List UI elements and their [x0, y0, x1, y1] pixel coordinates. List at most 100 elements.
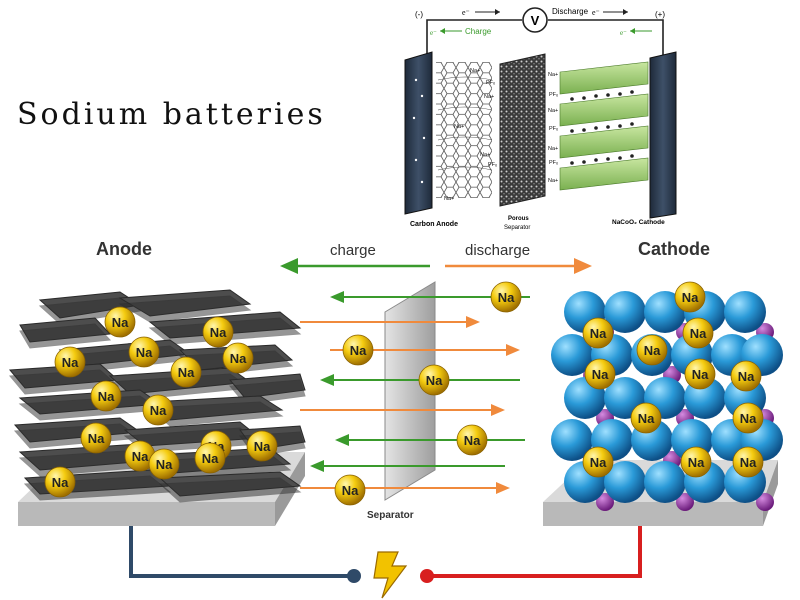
sodium-ion-label: Na: [202, 451, 219, 466]
charge-ion-arrow: [335, 434, 525, 446]
inset-electron-arrowhead-1: [495, 9, 500, 15]
anode-flake-shadow: [158, 477, 302, 503]
inset-separator-caption-1: Porous: [508, 216, 529, 222]
sodium-ion-label: Na: [342, 483, 359, 498]
sodium-ion-label: Na: [590, 326, 607, 341]
inset-anode-caption: Carbon Anode: [410, 221, 458, 228]
sodium-ion: Na: [730, 360, 762, 392]
sodium-ion-label: Na: [112, 315, 129, 330]
cathode-oxygen-atom: [604, 461, 646, 503]
discharge-ion-arrow: [300, 482, 510, 494]
inset-electron-dots: [412, 78, 426, 184]
charge-direction-arrow: [280, 258, 430, 274]
svg-text:Na+: Na+: [484, 94, 494, 100]
sodium-ion: Na: [170, 356, 202, 388]
sodium-ion-label: Na: [254, 439, 271, 454]
sodium-ion: Na: [636, 334, 668, 366]
sodium-ion-label: Na: [150, 403, 167, 418]
inset-charge-arrowhead-2: [630, 28, 635, 34]
sodium-ion-label: Na: [426, 373, 443, 388]
sodium-ion: Na: [246, 430, 278, 462]
sodium-ion: Na: [124, 440, 156, 472]
separator-membrane: [384, 281, 436, 501]
inset-porous-separator: [499, 53, 546, 207]
sodium-ion: Na: [680, 446, 712, 478]
sodium-ion: Na: [342, 334, 374, 366]
anode-flake-shadow: [118, 295, 252, 323]
inset-wire: [426, 19, 664, 55]
sodium-ion-label: Na: [350, 343, 367, 358]
sodium-ion: Na: [674, 281, 706, 313]
cathode-small-atom: [676, 493, 694, 511]
inset-electron-label-1: e⁻: [462, 8, 470, 17]
sodium-ion-label: Na: [52, 475, 69, 490]
inset-charge-label: Charge: [465, 27, 492, 36]
sodium-ion-label: Na: [132, 449, 149, 464]
minus-terminal-label: (-): [415, 10, 423, 19]
svg-text:Na+: Na+: [444, 196, 454, 202]
sodium-ion-label: Na: [178, 365, 195, 380]
inset-electron-arrowhead-2: [623, 9, 628, 15]
inset-separator-caption-2: Separator: [504, 225, 530, 231]
sodium-ion: Na: [582, 317, 614, 349]
svg-text:PF₆: PF₆: [486, 80, 495, 86]
inset-cathode-collector: [649, 51, 677, 219]
sodium-ion-label: Na: [682, 290, 699, 305]
sodium-ion-label: Na: [740, 411, 757, 426]
anode-wire-terminal: [347, 569, 361, 583]
sodium-ion-label: Na: [136, 345, 153, 360]
svg-text:Na+: Na+: [548, 146, 558, 152]
sodium-ion-label: Na: [62, 355, 79, 370]
cathode-oxygen-atom: [724, 291, 766, 333]
sodium-ion: Na: [456, 424, 488, 456]
sodium-ion: Na: [732, 402, 764, 434]
sodium-ion-label: Na: [210, 325, 227, 340]
sodium-ion: Na: [90, 380, 122, 412]
sodium-ion: Na: [148, 448, 180, 480]
discharge-ion-arrow: [300, 404, 505, 416]
cathode-oxygen-atom: [551, 419, 593, 461]
cathode-oxygen-atom: [604, 291, 646, 333]
sodium-ion-label: Na: [692, 367, 709, 382]
inset-charge-e-1: e⁻: [430, 29, 437, 37]
svg-text:Na+: Na+: [548, 178, 558, 184]
sodium-ion: Na: [584, 358, 616, 390]
sodium-ion-label: Na: [592, 367, 609, 382]
voltmeter-label: V: [531, 13, 540, 28]
sodium-ion: Na: [682, 317, 714, 349]
sodium-ion: Na: [104, 306, 136, 338]
sodium-ion-label: Na: [156, 457, 173, 472]
sodium-ion: Na: [44, 466, 76, 498]
sodium-ion-label: Na: [498, 290, 515, 305]
page-title: Sodium batteries: [17, 97, 326, 132]
sodium-ion: Na: [128, 336, 160, 368]
anode-flake-shadow: [19, 323, 112, 349]
sodium-ion-label: Na: [230, 351, 247, 366]
inset-cathode-caption: NaCoO₂ Cathode: [612, 219, 665, 226]
sodium-ion-label: Na: [88, 431, 105, 446]
svg-text:Na+: Na+: [470, 68, 480, 74]
sodium-ion: Na: [222, 342, 254, 374]
inset-electron-label-2: e⁻: [592, 8, 600, 17]
svg-text:Na+: Na+: [548, 108, 558, 114]
inset-graphene-sheets: [437, 76, 493, 171]
sodium-ion: Na: [418, 364, 450, 396]
svg-text:PF₆: PF₆: [549, 92, 558, 98]
cathode-label: Cathode: [638, 239, 710, 259]
sodium-ion: Na: [582, 446, 614, 478]
svg-text:PF₆: PF₆: [488, 162, 497, 168]
cathode-crystal-lattice: [551, 291, 783, 511]
sodium-ion: Na: [684, 358, 716, 390]
inset-anode-collector: [404, 51, 433, 215]
sodium-ion: Na: [54, 346, 86, 378]
inset-cathode-layers: [559, 61, 649, 191]
sodium-ion-label: Na: [644, 343, 661, 358]
plus-terminal-label: (+): [655, 10, 665, 19]
sodium-ion: Na: [490, 281, 522, 313]
cathode-oxygen-atom: [551, 334, 593, 376]
discharge-direction-arrow: [445, 258, 592, 274]
cathode-wire-terminal: [420, 569, 434, 583]
discharge-label: discharge: [465, 242, 530, 259]
